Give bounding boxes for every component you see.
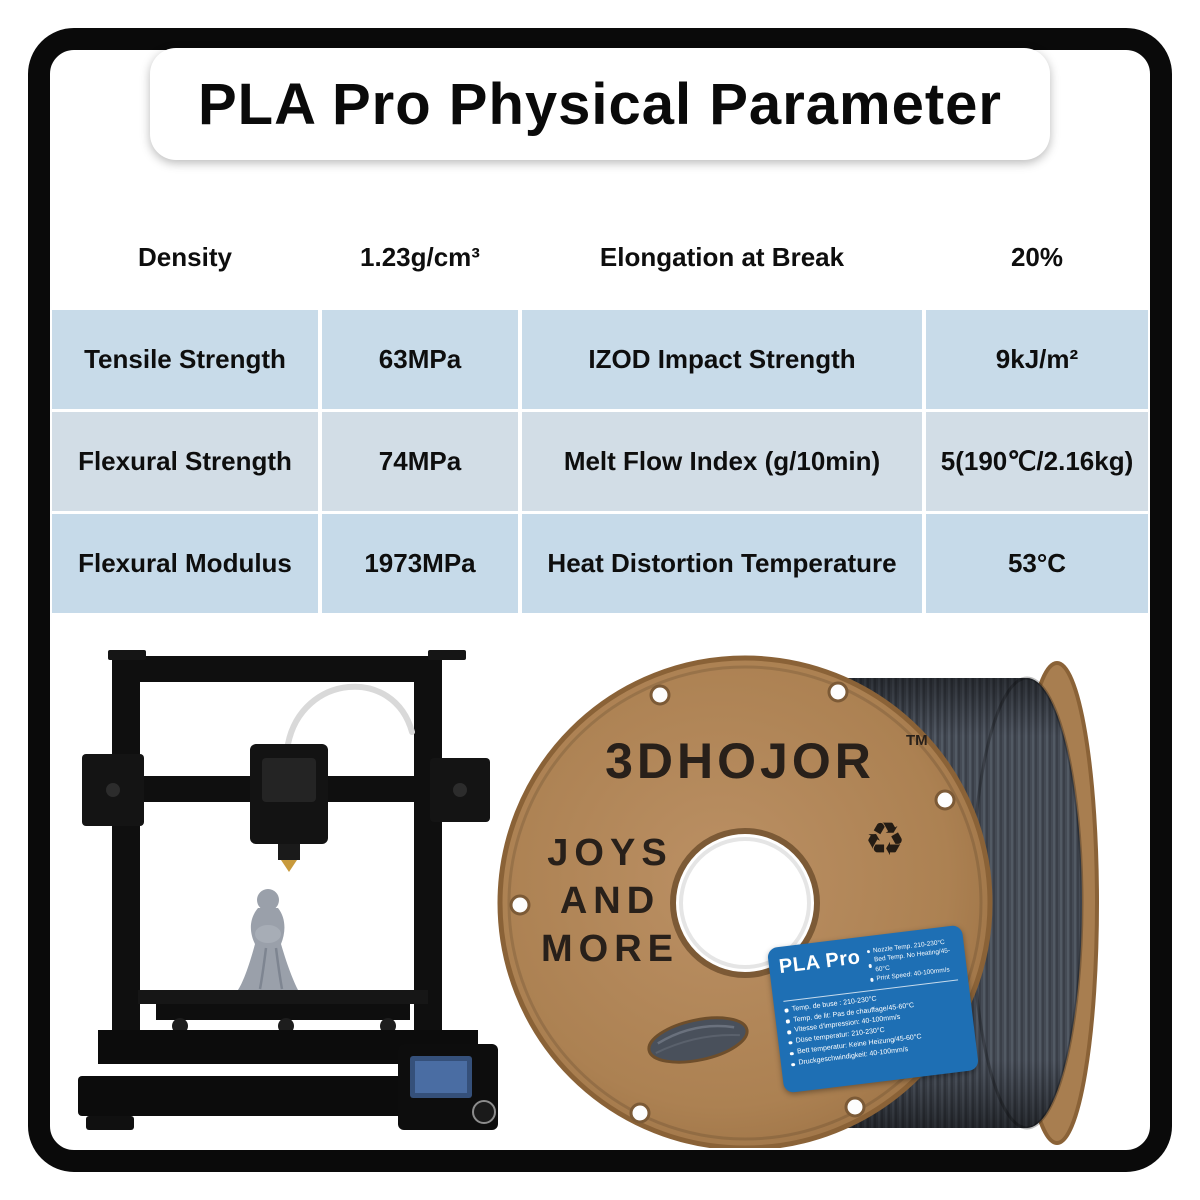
bullet-dot-icon — [785, 1019, 790, 1024]
param-name: IZOD Impact Strength — [522, 310, 922, 409]
bullet-dot-icon — [866, 949, 871, 954]
product-photos: 3DHOJOR TM JOYS AND MORE ♻ PLA Pro Noz — [52, 628, 1148, 1150]
statue-print — [238, 889, 298, 990]
bullet-dot-icon — [788, 1041, 793, 1045]
mounting-holes — [509, 681, 956, 1124]
printer-illustration — [78, 650, 498, 1130]
param-name: Elongation at Break — [522, 208, 922, 307]
recycle-icon: ♻ — [864, 813, 905, 865]
control-box — [398, 1044, 498, 1130]
param-value: 9kJ/m² — [926, 310, 1148, 409]
param-value: 74MPa — [322, 412, 518, 511]
param-value: 20% — [926, 208, 1148, 307]
table-row: Flexural Modulus 1973MPa Heat Distortion… — [52, 514, 1148, 613]
table-row: Tensile Strength 63MPa IZOD Impact Stren… — [52, 310, 1148, 409]
brand-logo: 3DHOJOR — [605, 733, 875, 789]
param-value: 63MPa — [322, 310, 518, 409]
print-bed — [138, 990, 428, 1034]
table-row: Flexural Strength 74MPa Melt Flow Index … — [52, 412, 1148, 511]
extruder — [250, 744, 328, 872]
trademark-symbol: TM — [906, 732, 928, 749]
slogan-line: AND — [560, 880, 660, 922]
filament-window — [647, 1016, 749, 1064]
bullet-dot-icon — [784, 1008, 789, 1013]
bullet-dot-icon — [790, 1062, 795, 1067]
parameter-table: Density 1.23g/cm³ Elongation at Break 20… — [52, 208, 1148, 616]
param-value: 1973MPa — [322, 514, 518, 613]
param-value: 53°C — [926, 514, 1148, 613]
bullet-dot-icon — [869, 977, 874, 982]
label-top-specs: Nozzle Temp. 210-230°C Bed Temp. No Heat… — [866, 935, 958, 985]
param-name: Flexural Strength — [52, 412, 318, 511]
param-name: Melt Flow Index (g/10min) — [522, 412, 922, 511]
param-name: Density — [52, 208, 318, 307]
printer-frame — [108, 650, 466, 1038]
spool-center-hole — [670, 828, 820, 978]
param-name: Heat Distortion Temperature — [522, 514, 922, 613]
control-knob — [472, 1100, 496, 1124]
slogan-line: MORE — [541, 928, 679, 970]
filament-tube — [285, 683, 415, 747]
label-product-name: PLA Pro — [777, 946, 862, 979]
param-value: 5(190℃/2.16kg) — [926, 412, 1148, 511]
table-row: Density 1.23g/cm³ Elongation at Break 20… — [52, 208, 1148, 307]
param-name: Tensile Strength — [52, 310, 318, 409]
slogan-text: JOYS AND MORE — [541, 832, 679, 970]
title-banner: PLA Pro Physical Parameter — [150, 48, 1050, 160]
slogan-line: JOYS — [547, 832, 672, 874]
spool-label: PLA Pro Nozzle Temp. 210-230°C Bed Temp.… — [766, 924, 980, 1094]
bullet-dot-icon — [789, 1051, 794, 1056]
bullet-dot-icon — [868, 963, 873, 968]
param-name: Flexural Modulus — [52, 514, 318, 613]
bullet-dot-icon — [787, 1030, 791, 1035]
page-title: PLA Pro Physical Parameter — [198, 71, 1002, 137]
param-value: 1.23g/cm³ — [322, 208, 518, 307]
